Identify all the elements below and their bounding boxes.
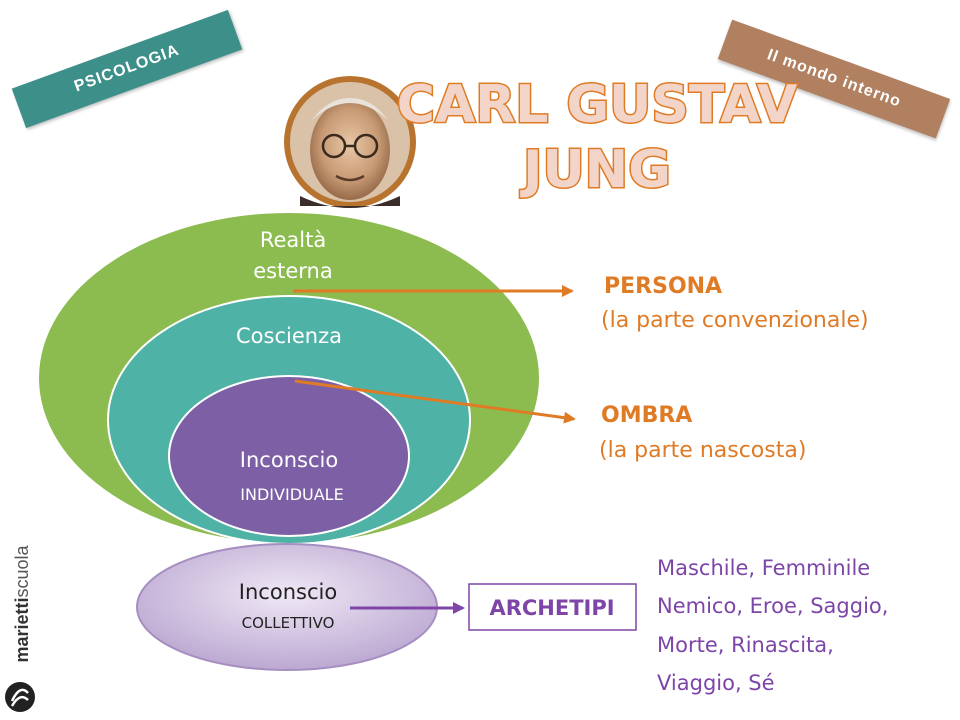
title-line-2: JUNG: [520, 140, 671, 200]
title-line-1: CARL GUSTAV: [397, 75, 797, 135]
coscienza-label: Coscienza: [236, 324, 342, 348]
persona-title: PERSONA: [604, 274, 722, 299]
inner-circle-inconscio-individuale: [168, 375, 410, 537]
archetypes-list-line-1: Maschile, Femminile: [657, 556, 870, 580]
archetipi-box: [468, 583, 637, 631]
realta-label-line-1: Realtà: [260, 228, 326, 252]
marietti-logo-icon: [5, 682, 35, 712]
ombra-arrow: [294, 379, 576, 424]
ombra-title: OMBRA: [601, 403, 692, 428]
inconscio-individuale-line-2: INDIVIDUALE: [240, 485, 343, 504]
persona-description: (la parte convenzionale): [601, 308, 869, 333]
realta-label-line-2: esterna: [253, 259, 332, 283]
inconscio-collettivo-line-2: COLLETTIVO: [242, 614, 335, 632]
archetipi-label: ARCHETIPI: [489, 596, 614, 620]
inconscio-collettivo-line-1: Inconscio: [239, 580, 337, 604]
inconscio-individuale-line-1: Inconscio: [240, 448, 338, 472]
archetypes-list-line-3: Morte, Rinascita,: [657, 633, 834, 657]
brand-regular: scuola: [12, 545, 32, 598]
ombra-description: (la parte nascosta): [599, 438, 806, 463]
marietti-scuola-brand: mariettiscuola: [12, 534, 36, 674]
jung-portrait: [284, 76, 416, 208]
archetypes-list-line-2: Nemico, Eroe, Saggio,: [657, 594, 888, 618]
brand-bold: marietti: [12, 597, 32, 663]
archetypes-list-line-4: Viaggio, Sé: [657, 671, 775, 695]
